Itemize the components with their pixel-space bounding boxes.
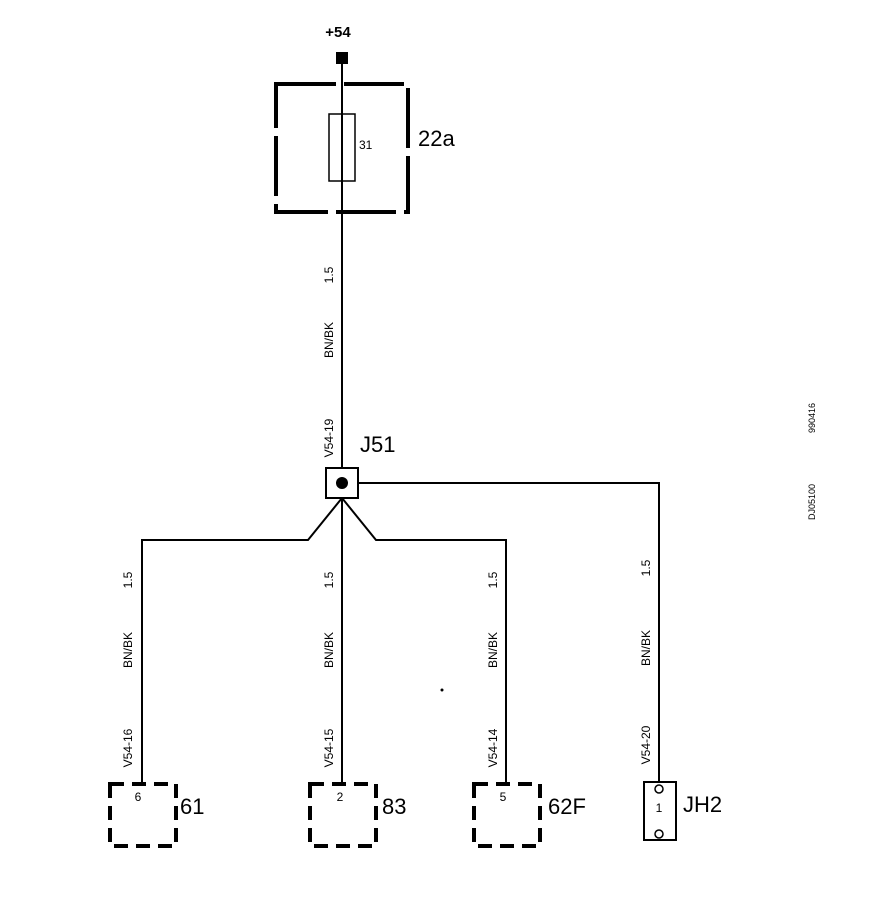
component-61-pin: 6 <box>135 790 142 804</box>
branch-83-gauge: 1.5 <box>322 571 336 588</box>
fuse-box-label: 22a <box>418 126 455 151</box>
main-wire-gauge: 1.5 <box>322 266 336 283</box>
component-83-label: 83 <box>382 794 406 819</box>
component-jh2-pin: 1 <box>656 801 663 815</box>
junction-node <box>336 477 348 489</box>
jh2-terminal-top <box>654 784 664 794</box>
junction-pin-label: V54-19 <box>322 418 336 457</box>
junction-label: J51 <box>360 432 395 457</box>
fuse-number: 31 <box>359 138 373 152</box>
branch-62f-gauge: 1.5 <box>486 571 500 588</box>
component-62f-box <box>472 782 542 848</box>
side-code-date: 990416 <box>807 403 817 433</box>
branch-wire-jh2 <box>358 482 660 784</box>
component-62f-label: 62F <box>548 794 586 819</box>
branch-83-pin: V54-15 <box>322 728 336 767</box>
side-code-ref: DJ05100 <box>807 484 817 520</box>
supply-label: +54 <box>325 24 351 41</box>
branch-62f-color: BN/BK <box>486 632 500 668</box>
component-61-label: 61 <box>180 794 204 819</box>
branch-wire-61 <box>141 497 343 784</box>
component-62f-pin: 5 <box>500 790 507 804</box>
supply-terminal <box>336 52 348 64</box>
component-83-pin: 2 <box>337 790 344 804</box>
component-jh2-label: JH2 <box>683 792 722 817</box>
jh2-terminal-bottom <box>654 829 664 839</box>
branch-wire-62f <box>341 497 507 784</box>
main-wire-color: BN/BK <box>322 322 336 358</box>
branch-62f-pin: V54-14 <box>486 728 500 767</box>
stray-dot <box>440 688 444 692</box>
component-83-box <box>308 782 378 848</box>
branch-jh2-pin: V54-20 <box>639 725 653 764</box>
branch-jh2-color: BN/BK <box>639 630 653 666</box>
component-61-box <box>108 782 178 848</box>
branch-61-pin: V54-16 <box>121 728 135 767</box>
branch-83-color: BN/BK <box>322 632 336 668</box>
branch-jh2-gauge: 1.5 <box>639 559 653 576</box>
branch-61-color: BN/BK <box>121 632 135 668</box>
branch-61-gauge: 1.5 <box>121 571 135 588</box>
